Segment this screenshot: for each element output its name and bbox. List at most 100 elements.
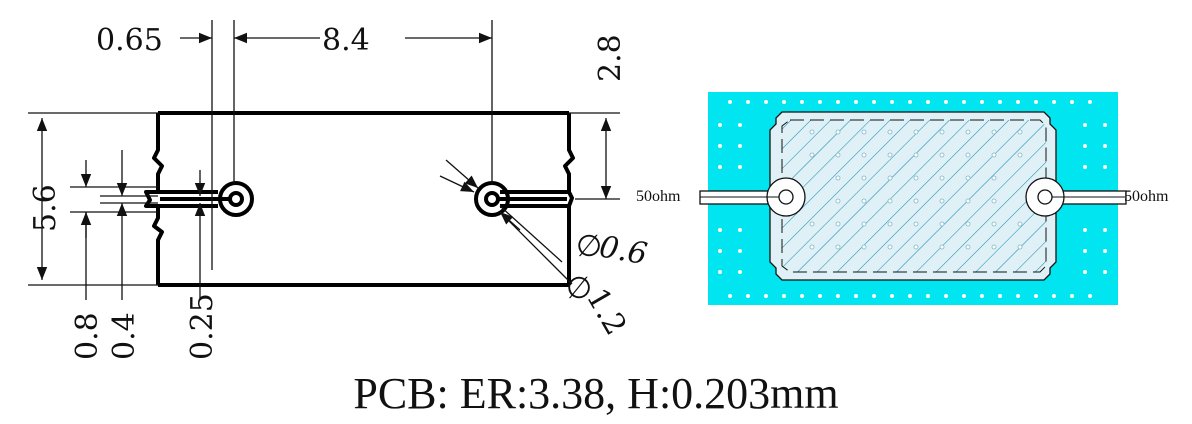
via-dot (980, 294, 984, 298)
via-dot (1034, 100, 1038, 104)
via-dot (939, 198, 945, 204)
via-dot (809, 244, 815, 250)
via-dot (718, 228, 722, 232)
via-dot (926, 294, 930, 298)
via-dot (890, 294, 894, 298)
via-dot (913, 198, 919, 204)
via-dot (738, 270, 742, 274)
top-dimensions: 0.65 8.4 (96, 20, 493, 270)
diameter-leaders: ∅ 0.6 ∅ 1.2 (439, 159, 650, 341)
via-dot (1070, 100, 1074, 104)
via-dot (800, 100, 804, 104)
via-dot (818, 100, 822, 104)
via-dot (782, 294, 786, 298)
via-dot (980, 100, 984, 104)
via-dot (991, 175, 997, 181)
left-pin (160, 181, 254, 217)
via-dot (836, 294, 840, 298)
via-dot (887, 152, 893, 158)
height-dim: 5.6 (28, 184, 63, 232)
via-dot (1103, 123, 1107, 127)
via-dot (1052, 294, 1056, 298)
via-dot (1103, 165, 1107, 169)
via-dot (887, 221, 893, 227)
via-dot (998, 100, 1002, 104)
left-dimensions: 5.6 0.8 0.4 0.25 (28, 112, 220, 360)
via-dot (939, 152, 945, 158)
via-dot (738, 144, 742, 148)
right-port: 50ohm (1025, 177, 1169, 217)
via-dot (809, 152, 815, 158)
via-dot (965, 152, 971, 158)
left-port: 50ohm (636, 177, 806, 217)
via-dot (835, 175, 841, 181)
via-dot (965, 129, 971, 135)
via-dot (1017, 244, 1023, 250)
via-dot (1088, 100, 1092, 104)
line-width-dim: 0.25 (185, 293, 220, 360)
slot-width-dim: 0.8 (70, 312, 105, 360)
left-port-label: 50ohm (636, 188, 681, 205)
cavity-vias (809, 129, 1023, 250)
via-dot (887, 175, 893, 181)
via-dot (887, 198, 893, 204)
via-dot (835, 198, 841, 204)
via-dot (1052, 100, 1056, 104)
via-dot (872, 100, 876, 104)
via-dot (854, 294, 858, 298)
via-dot (962, 100, 966, 104)
right-pin (474, 181, 567, 217)
via-dot (809, 129, 815, 135)
via-dot (861, 129, 867, 135)
via-dot (861, 221, 867, 227)
via-dot (965, 244, 971, 250)
via-dot (908, 294, 912, 298)
via-dot (991, 152, 997, 158)
via-dot (854, 100, 858, 104)
via-dot (718, 144, 722, 148)
trace-offset-dim: 0.4 (107, 312, 142, 360)
cavity (769, 111, 1057, 281)
via-dot (887, 129, 893, 135)
via-dot (1103, 144, 1107, 148)
via-dot (764, 100, 768, 104)
via-dot (861, 198, 867, 204)
via-dot (1088, 294, 1092, 298)
via-dot (965, 221, 971, 227)
via-dot (1016, 100, 1020, 104)
board-vias (718, 100, 1107, 298)
housing-outline (144, 111, 575, 287)
via-dot (718, 249, 722, 253)
via-dot (991, 129, 997, 135)
via-dot (944, 100, 948, 104)
via-dot (913, 152, 919, 158)
via-dot (926, 100, 930, 104)
via-dot (738, 123, 742, 127)
via-dot (1103, 249, 1107, 253)
pad-width-dim: 0.65 (96, 23, 163, 58)
via-dot (913, 175, 919, 181)
via-dot (764, 294, 768, 298)
inner-diameter-dim: 0.6 (597, 229, 650, 272)
via-dot (991, 221, 997, 227)
via-dot (738, 165, 742, 169)
via-dot (944, 294, 948, 298)
via-dot (913, 221, 919, 227)
diameter-symbol-outer: ∅ (566, 271, 592, 306)
via-dot (1083, 123, 1087, 127)
via-dot (835, 244, 841, 250)
via-dot (872, 294, 876, 298)
via-dot (861, 152, 867, 158)
via-dot (861, 244, 867, 250)
via-dot (835, 129, 841, 135)
pitch-dim: 8.4 (322, 23, 370, 58)
via-dot (728, 294, 732, 298)
via-dot (818, 294, 822, 298)
via-dot (738, 228, 742, 232)
via-dot (1034, 294, 1038, 298)
via-dot (728, 100, 732, 104)
via-dot (913, 129, 919, 135)
via-dot (1103, 228, 1107, 232)
via-dot (861, 175, 867, 181)
